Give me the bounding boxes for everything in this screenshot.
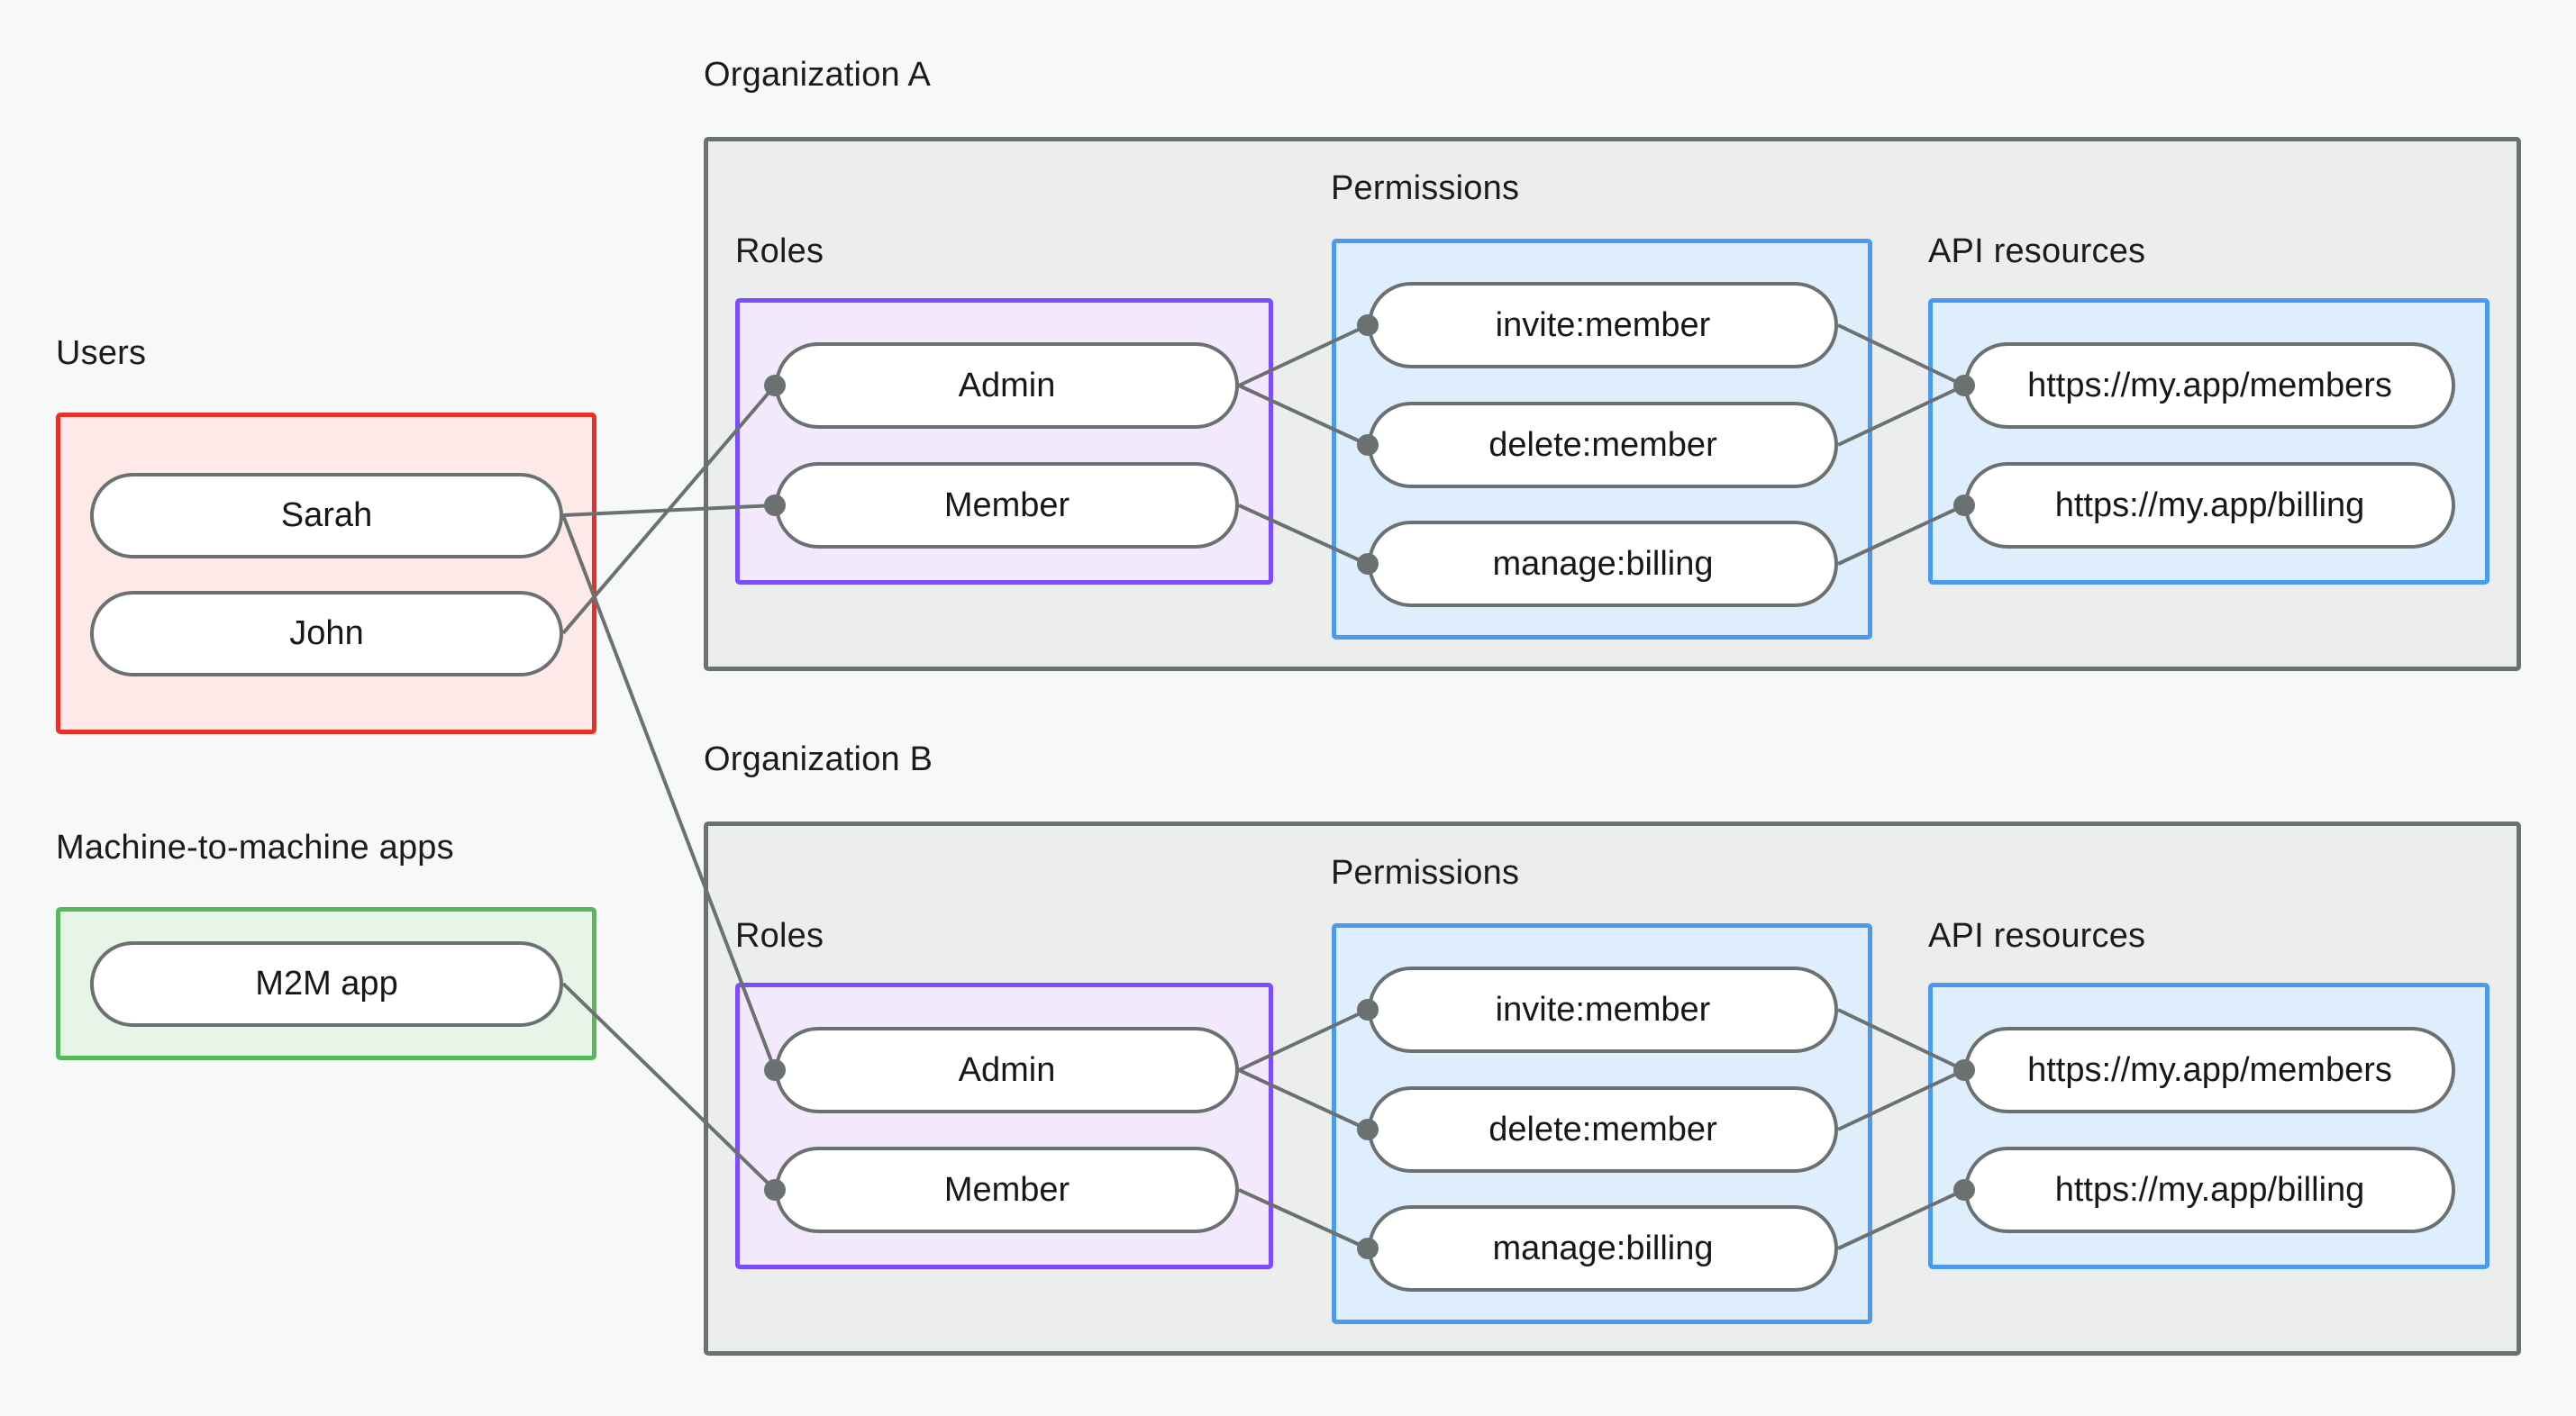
orgB-roles-label: Roles (735, 917, 824, 955)
users-group-box (56, 413, 596, 734)
users-group-label: Users (56, 334, 147, 372)
orgA-api-pill-billing[interactable]: https://my.app/billing (1964, 462, 2455, 549)
orgB-api-pill-members[interactable]: https://my.app/members (1964, 1027, 2455, 1113)
orgB-api-pill-billing[interactable]: https://my.app/billing (1964, 1147, 2455, 1233)
orgA-permission-pill-invite-member[interactable]: invite:member (1368, 282, 1838, 368)
orgA-api-resources-label: API resources (1928, 232, 2146, 270)
orgA-role-pill-member[interactable]: Member (775, 462, 1239, 549)
orgA-permission-pill-delete-member[interactable]: delete:member (1368, 402, 1838, 488)
orgB-role-pill-member[interactable]: Member (775, 1147, 1239, 1233)
orgA-role-pill-admin[interactable]: Admin (775, 342, 1239, 429)
orgA-api-pill-members[interactable]: https://my.app/members (1964, 342, 2455, 429)
orgB-permission-pill-delete-member[interactable]: delete:member (1368, 1086, 1838, 1173)
m2m-group-label: Machine-to-machine apps (56, 829, 454, 867)
orgA-permissions-label: Permissions (1331, 169, 1520, 207)
orgA-permission-pill-manage-billing[interactable]: manage:billing (1368, 521, 1838, 607)
m2m-pill-app[interactable]: M2M app (90, 941, 563, 1027)
orgB-permission-pill-invite-member[interactable]: invite:member (1368, 967, 1838, 1053)
orgB-role-pill-admin[interactable]: Admin (775, 1027, 1239, 1113)
organization-b-label: Organization B (704, 740, 933, 778)
orgB-permission-pill-manage-billing[interactable]: manage:billing (1368, 1205, 1838, 1292)
orgB-permissions-label: Permissions (1331, 854, 1520, 892)
orgA-roles-label: Roles (735, 232, 824, 270)
user-pill-sarah[interactable]: Sarah (90, 473, 563, 558)
orgB-api-resources-label: API resources (1928, 917, 2146, 955)
user-pill-john[interactable]: John (90, 591, 563, 676)
organization-a-label: Organization A (704, 56, 932, 94)
